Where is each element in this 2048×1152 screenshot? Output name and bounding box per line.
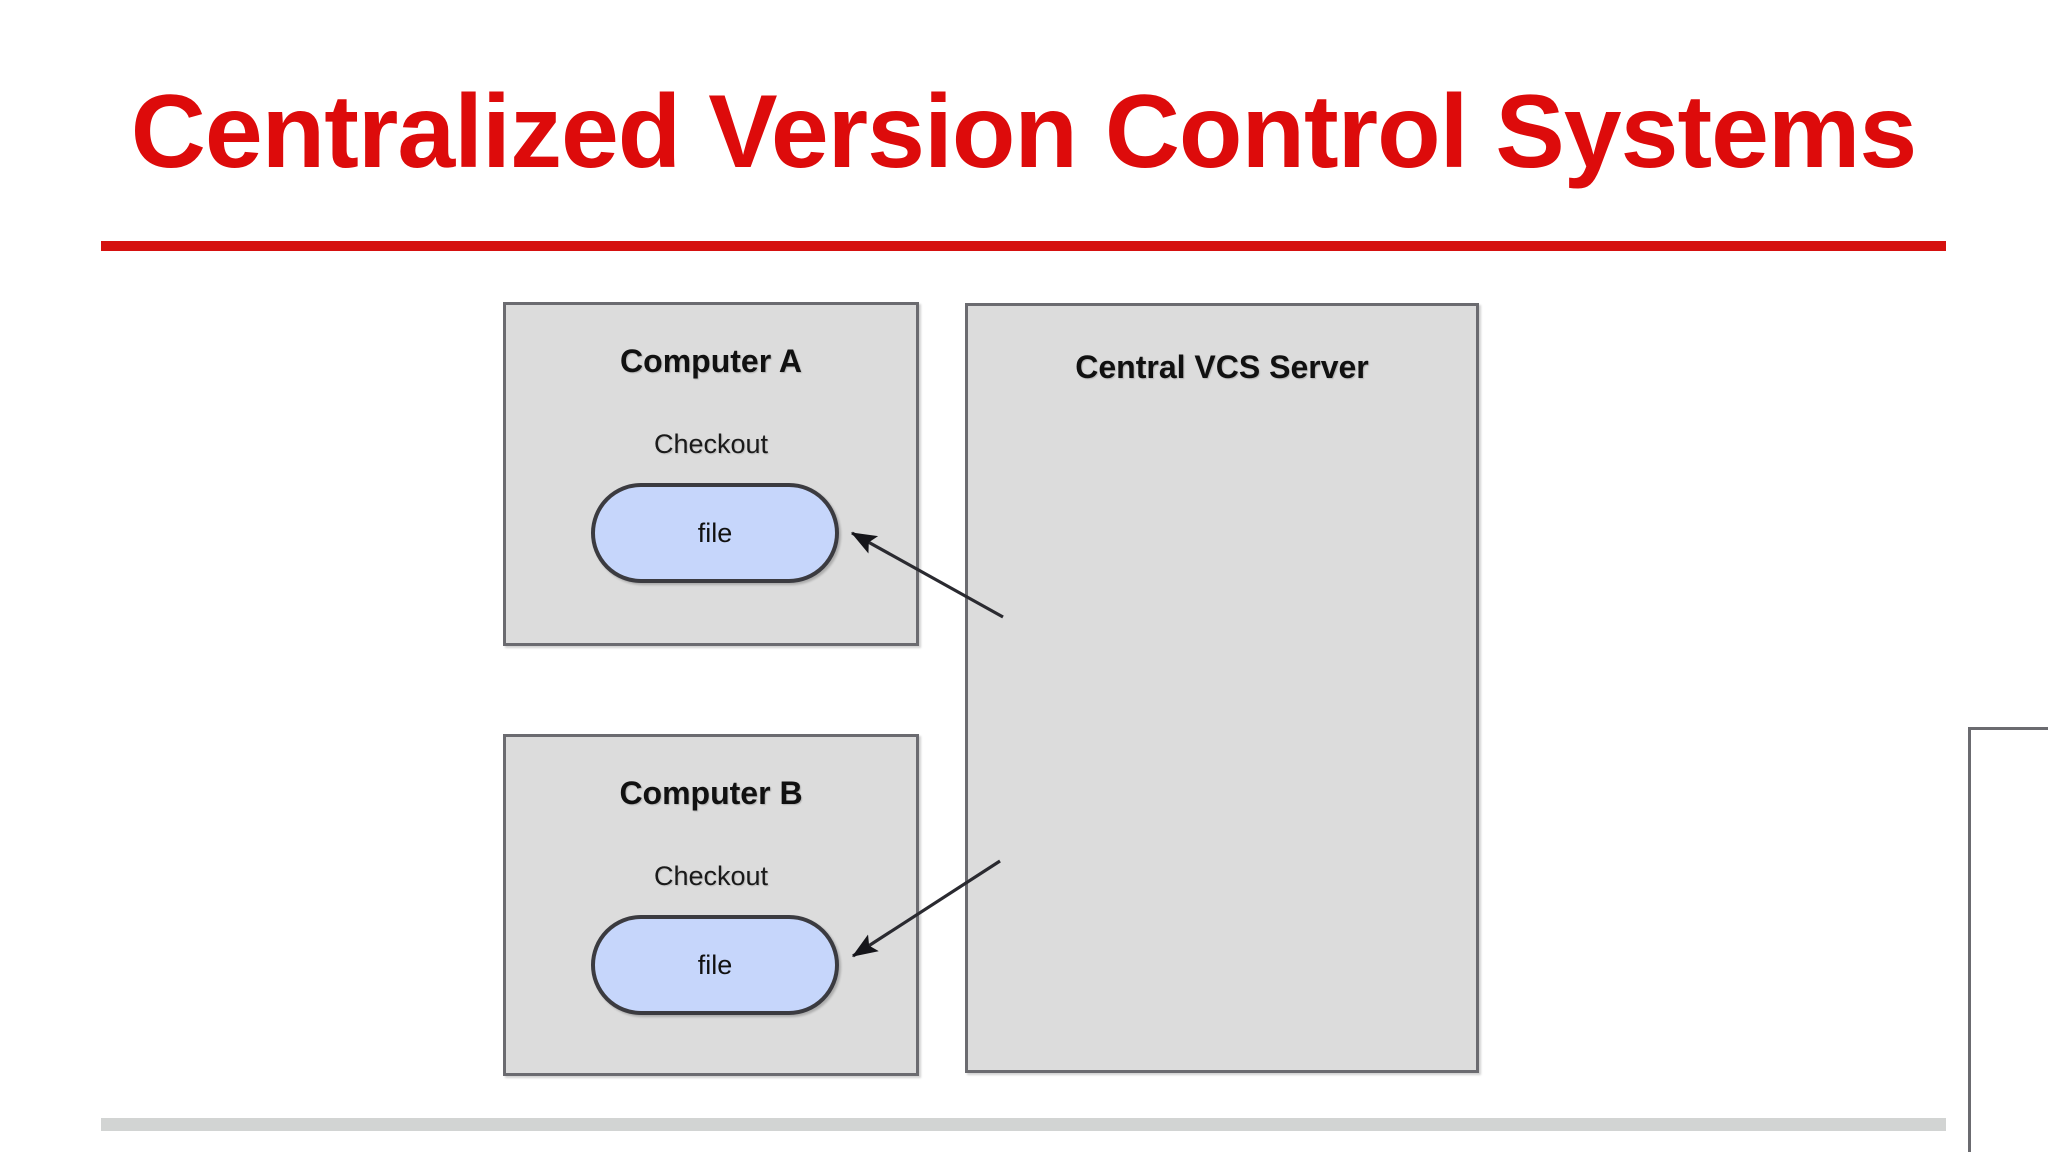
version-database-panel: Version Database version 3 version 2 ver… [1968, 727, 2048, 1152]
computer-a-panel: Computer A Checkout file [503, 302, 919, 646]
version-database-label: Version Database [1971, 780, 2048, 811]
page-title: Centralized Version Control Systems [130, 74, 1918, 190]
computer-b-title: Computer B [619, 775, 803, 811]
title-underline-rule [101, 241, 1946, 251]
computer-b-checkout-label: Checkout [653, 861, 769, 891]
computer-b-file-node: file [591, 915, 839, 1015]
central-vcs-server-panel: Central VCS Server Version Database vers… [965, 303, 2048, 1152]
computer-a-checkout-label: Checkout [653, 429, 769, 459]
footer-rule [101, 1118, 1946, 1131]
central-vcs-server-title: Central VCS Server [1075, 349, 1369, 385]
computer-a-file-node: file [591, 483, 839, 583]
computer-a-title: Computer A [620, 343, 802, 379]
computer-b-panel: Computer B Checkout file [503, 734, 919, 1076]
